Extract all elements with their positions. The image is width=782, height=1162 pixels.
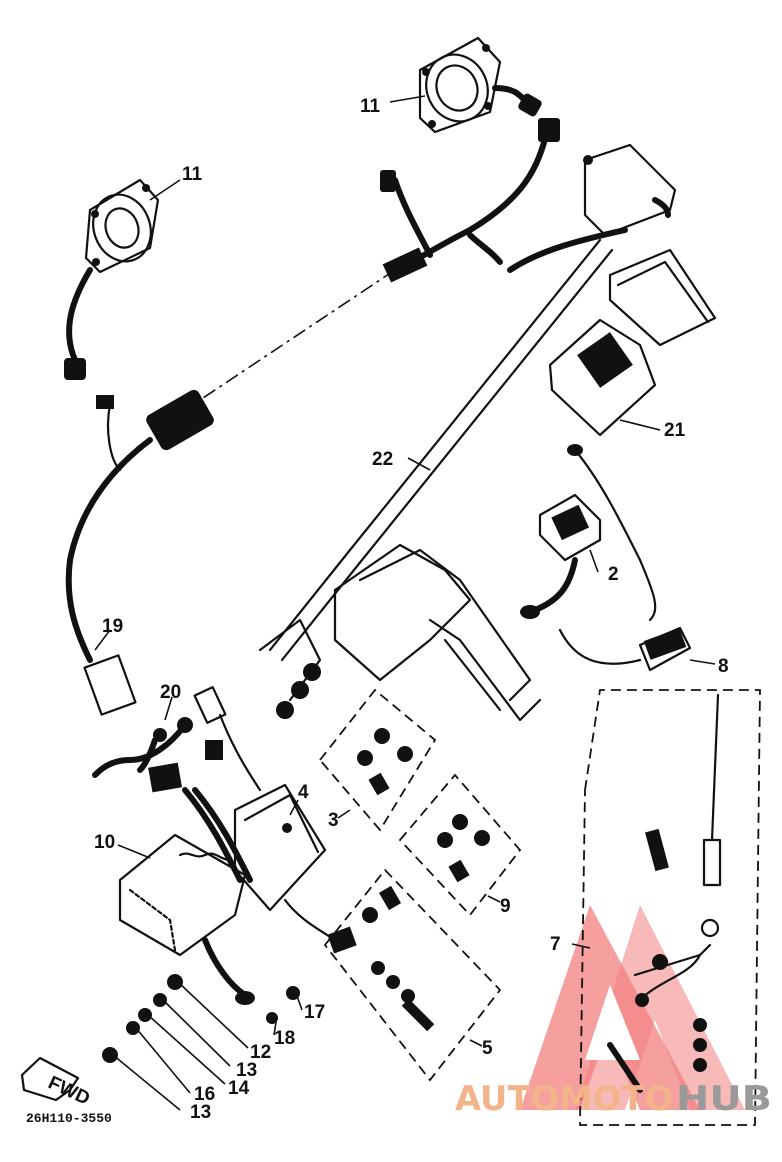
switch-2: [520, 444, 657, 622]
callout-8: 8: [718, 656, 729, 677]
callout-19: 19: [102, 616, 123, 637]
callout-20: 20: [160, 682, 181, 703]
callout-13-upper: 13: [236, 1060, 257, 1081]
group-5-box: [323, 868, 502, 1082]
callout-18: 18: [274, 1028, 295, 1049]
watermark-text: AUTOMOTO HUB: [455, 1079, 772, 1119]
forward-arrow-label: FWD: [45, 1072, 93, 1109]
part-code: 26H110-3550: [26, 1111, 112, 1126]
bracket-plate: [258, 543, 542, 722]
callout-14: 14: [228, 1078, 250, 1099]
watermark-text-left: AUTOMOTO: [455, 1079, 673, 1119]
callout-3: 3: [328, 810, 339, 831]
wire-22: [268, 238, 614, 662]
callout-9: 9: [500, 896, 511, 917]
callout-17: 17: [304, 1002, 325, 1023]
callout-10: 10: [94, 832, 115, 853]
callout-22: 22: [372, 449, 393, 470]
callout-4: 4: [298, 782, 309, 803]
unit-21-assembly: [548, 143, 717, 437]
callout-16: 16: [194, 1084, 215, 1105]
speaker-upper-left: [64, 178, 160, 380]
callout-11-upper: 11: [360, 96, 381, 117]
connector-20: [92, 686, 262, 793]
callout-2: 2: [608, 564, 619, 585]
callout-12: 12: [250, 1042, 271, 1063]
group-3-box: [318, 688, 437, 832]
leader-lines: [94, 95, 599, 859]
callout-13-lower: 13: [190, 1102, 211, 1123]
callout-labels: 11 11 21 22 2 8 19 20 4 3 9 10 7 5 17 18…: [94, 96, 729, 1123]
callout-5: 5: [482, 1038, 493, 1059]
watermark-text-right: HUB: [676, 1079, 772, 1119]
ignition-coil-10: [118, 833, 255, 1005]
group-9-box: [398, 773, 522, 917]
group-7-box: [571, 689, 761, 1126]
callout-21: 21: [664, 420, 686, 441]
callout-7: 7: [550, 934, 561, 955]
callout-11-left: 11: [182, 164, 203, 185]
connector-8: [558, 626, 716, 672]
hardware-fasteners: [102, 974, 303, 1111]
wire-harness-19: [65, 118, 628, 716]
forward-arrow: FWD: [20, 1056, 93, 1110]
speaker-upper-right: [418, 36, 542, 134]
